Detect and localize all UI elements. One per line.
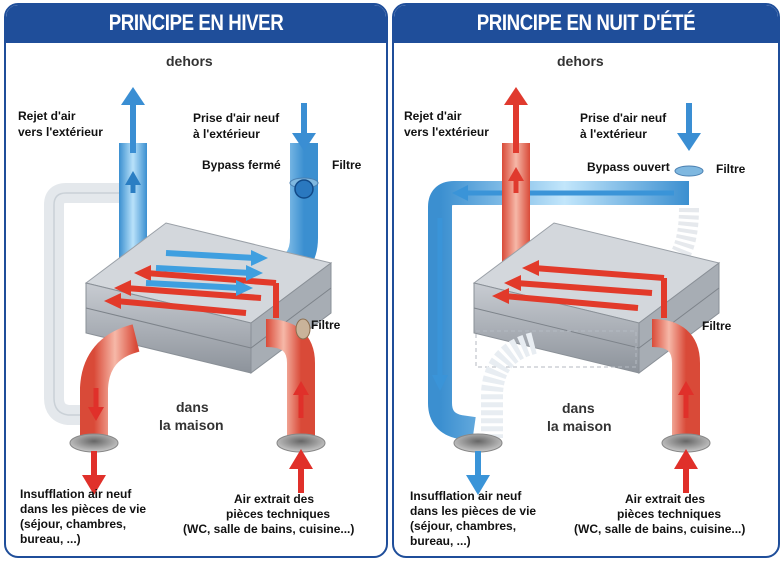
summer-filter-mid-label: Filtre — [702, 319, 732, 333]
winter-bypass-label: Bypass fermé — [202, 158, 281, 172]
summer-exhaust-label-1: Rejet d'air — [404, 109, 462, 123]
winter-exhaust-label-1: Rejet d'air — [18, 109, 76, 123]
filter-extract — [295, 318, 311, 340]
intake-arrow — [292, 133, 316, 151]
winter-extract-label-3: (WC, salle de bains, cuisine...) — [183, 522, 355, 536]
summer-panel: PRINCIPE EN NUIT D'ÉTÉ — [392, 3, 780, 558]
winter-title: PRINCIPE EN HIVER — [108, 10, 284, 35]
summer-title-bar: PRINCIPE EN NUIT D'ÉTÉ — [394, 5, 778, 43]
winter-outside-label: dehors — [166, 53, 213, 69]
summer-house-label-1: dans — [562, 400, 595, 416]
warm-air-arrows — [503, 265, 667, 318]
summer-supply-label-3: (séjour, chambres, — [410, 519, 517, 533]
winter-filter-top-label: Filtre — [332, 158, 362, 172]
cold-air-arrows — [145, 250, 257, 291]
summer-filter-top-label: Filtre — [716, 162, 746, 176]
winter-supply-label-3: (séjour, chambres, — [20, 517, 127, 531]
exhaust-arrow — [121, 87, 145, 105]
extract-arrow — [289, 449, 313, 469]
summer-bypass-label: Bypass ouvert — [587, 160, 670, 174]
summer-outside-label: dehors — [557, 53, 604, 69]
winter-house-label-1: dans — [176, 399, 209, 415]
winter-supply-label-4: bureau, ...) — [20, 532, 81, 546]
winter-supply-label-1: Insufflation air neuf — [20, 487, 132, 501]
summer-supply-label-1: Insufflation air neuf — [410, 489, 522, 503]
summer-extract-label-3: (WC, salle de bains, cuisine...) — [574, 522, 746, 536]
winter-diagram — [44, 87, 333, 495]
summer-intake-label-1: Prise d'air neuf — [580, 111, 667, 125]
summer-supply-label-4: bureau, ...) — [410, 534, 471, 548]
warm-air-arrows — [115, 270, 279, 318]
extract-arrow — [674, 449, 698, 469]
summer-house-label-2: la maison — [547, 418, 612, 434]
summer-extract-label-2: pièces techniques — [617, 507, 722, 521]
summer-diagram — [428, 87, 721, 495]
winter-house-label-2: la maison — [159, 417, 224, 433]
winter-title-bar: PRINCIPE EN HIVER — [6, 5, 386, 43]
exhaust-arrow — [504, 87, 528, 105]
summer-supply-label-2: dans les pièces de vie — [410, 504, 537, 518]
intake-arrow — [677, 133, 701, 151]
bypass-valve — [294, 179, 314, 199]
summer-extract-label-1: Air extrait des — [625, 492, 706, 506]
supply-arrow — [466, 475, 490, 495]
winter-intake-label-2: à l'extérieur — [193, 127, 260, 141]
summer-intake-label-2: à l'extérieur — [580, 127, 647, 141]
winter-filter-mid-label: Filtre — [311, 318, 341, 332]
winter-extract-label-2: pièces techniques — [226, 507, 331, 521]
filter-intake — [674, 165, 704, 177]
winter-exhaust-label-2: vers l'extérieur — [18, 125, 103, 139]
winter-extract-label-1: Air extrait des — [234, 492, 315, 506]
winter-panel: PRINCIPE EN HIVER — [4, 3, 388, 558]
summer-exhaust-label-2: vers l'extérieur — [404, 125, 489, 139]
supply-arrow — [82, 475, 106, 495]
summer-title: PRINCIPE EN NUIT D'ÉTÉ — [476, 10, 696, 35]
winter-intake-label-1: Prise d'air neuf — [193, 111, 280, 125]
winter-supply-label-2: dans les pièces de vie — [20, 502, 147, 516]
